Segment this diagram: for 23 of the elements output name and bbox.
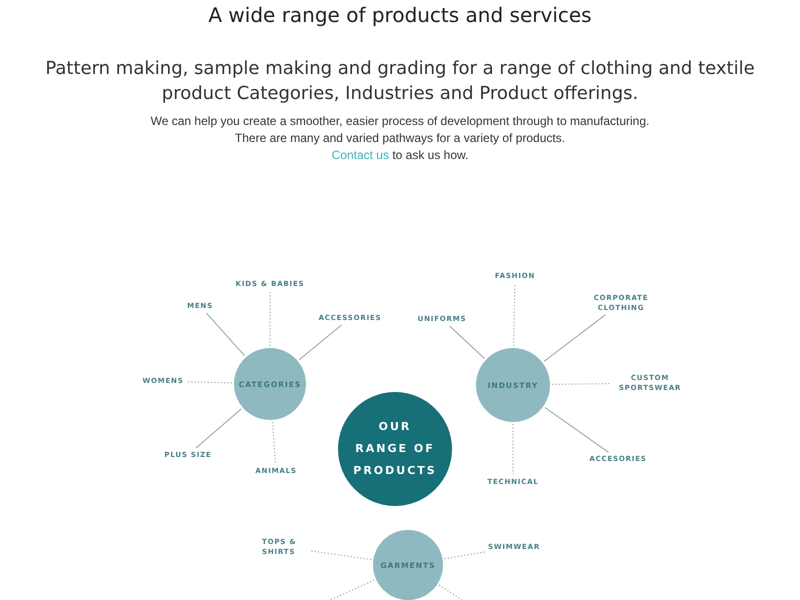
connector-line <box>330 580 375 600</box>
connector-line <box>544 314 606 362</box>
connector-line <box>552 383 610 385</box>
connector-line <box>449 326 485 359</box>
connector-line <box>196 408 242 448</box>
contact-link: Contact us <box>332 148 389 162</box>
connector-line <box>438 584 462 600</box>
connector-line <box>206 312 246 356</box>
page-title: A wide range of products and services <box>207 3 593 27</box>
connector-line <box>544 407 609 453</box>
connector-line <box>310 550 372 560</box>
connector-line <box>512 424 514 474</box>
circle-label: OUR RANGE OF PRODUCTS <box>352 419 438 479</box>
connector-line <box>513 284 516 346</box>
category-circle <box>234 348 306 420</box>
connector-line <box>298 324 342 360</box>
subtitle: Pattern making, sample making and grading for a range of clothing and textile product Categories, Industries and Product offerings. <box>44 57 756 106</box>
connector-line <box>272 421 276 464</box>
connector-line <box>186 381 232 384</box>
connector-line <box>444 551 486 560</box>
body-text: We can help you create a smoother, easier process of development through to manufacturing. <box>150 113 650 130</box>
body-text: Contact us to ask us how. <box>330 147 470 164</box>
body-text: There are many and varied pathways for a variety of products. <box>234 130 566 147</box>
